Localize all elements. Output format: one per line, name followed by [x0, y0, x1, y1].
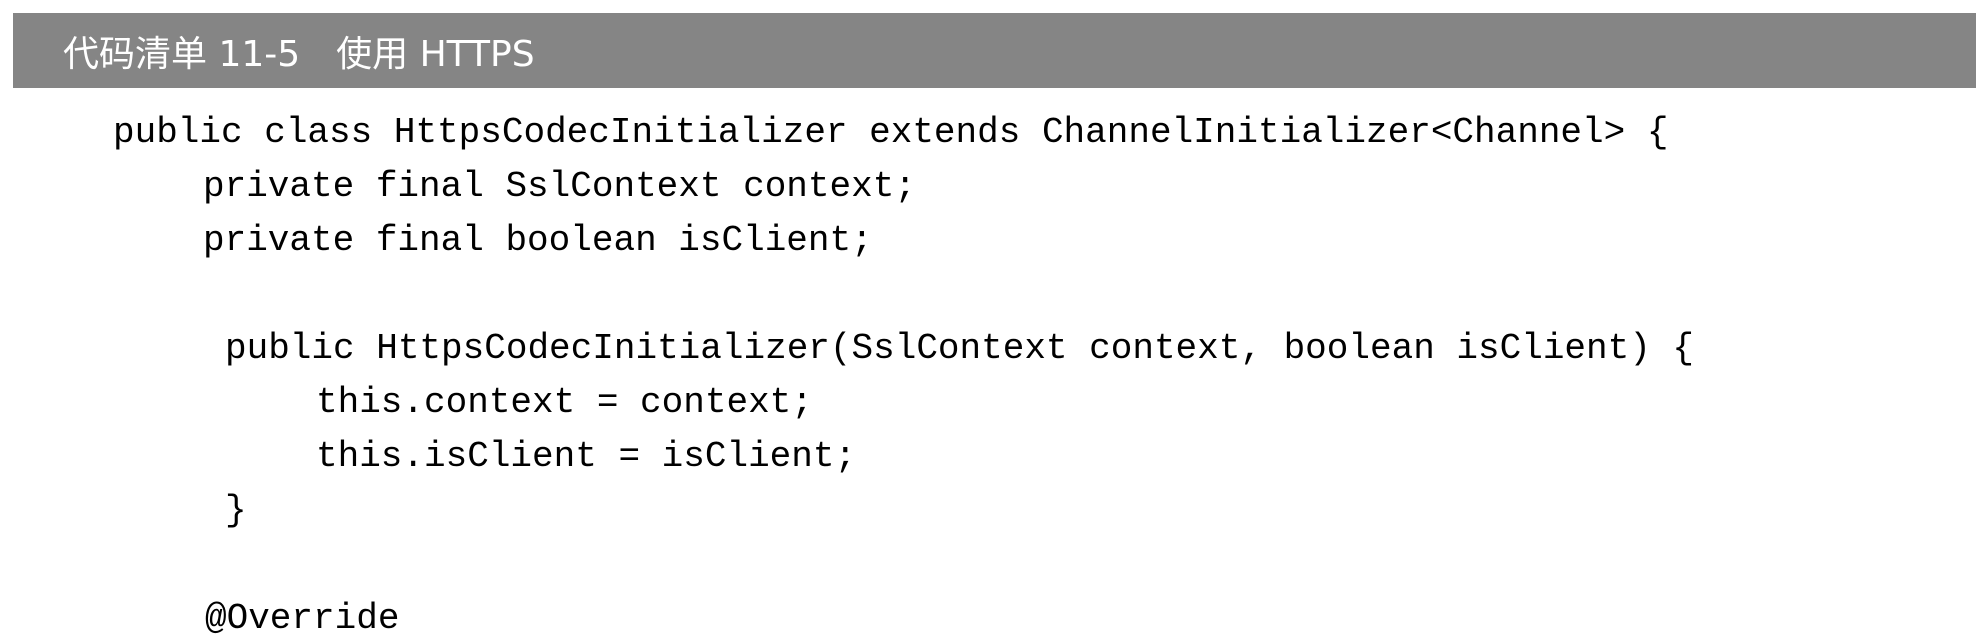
code-line-isclient-field: private final boolean isClient; — [203, 220, 873, 261]
code-line-assign-isclient: this.isClient = isClient; — [316, 436, 857, 477]
code-line-constructor: public HttpsCodecInitializer(SslContext … — [225, 328, 1695, 369]
code-line-assign-context: this.context = context; — [316, 382, 813, 423]
listing-title-bar: 代码清单 11-5 使用 HTTPS — [13, 13, 1976, 88]
code-line-override-annotation: @Override — [205, 598, 400, 639]
code-line-context-field: private final SslContext context; — [203, 166, 916, 207]
listing-title: 代码清单 11-5 使用 HTTPS — [63, 33, 535, 75]
code-line-class-declaration: public class HttpsCodecInitializer exten… — [113, 112, 1669, 153]
code-line-constructor-close: } — [225, 490, 247, 531]
